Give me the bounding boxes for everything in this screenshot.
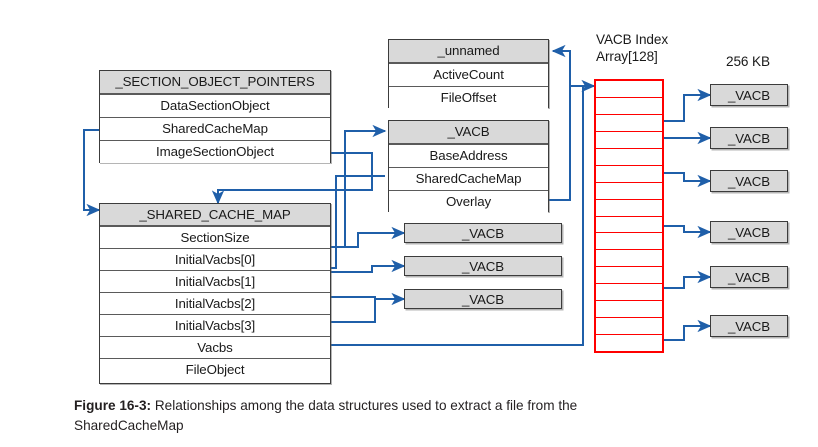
figure-caption: Figure 16-3: Relationships among the dat… xyxy=(74,396,674,435)
index-array-cell xyxy=(596,334,662,351)
wire-vacb-sharedcachemap-back xyxy=(330,175,385,269)
struct-vacb-detail: _VACB BaseAddress SharedCacheMap Overlay xyxy=(388,120,549,213)
sop-field-sharedcachemap: SharedCacheMap xyxy=(100,117,330,140)
scm-field-sectionsize: SectionSize xyxy=(100,226,330,248)
sop-field-datasectionobject: DataSectionObject xyxy=(100,94,330,117)
index-array-cell xyxy=(596,113,662,131)
index-array-cell xyxy=(596,317,662,334)
vacb-detail-field-overlay: Overlay xyxy=(389,190,548,213)
scm-field-fileobject: FileObject xyxy=(100,358,330,381)
scm-field-initialvacbs-3: InitialVacbs[3] xyxy=(100,314,330,336)
vacb-chip-array-3: _VACB xyxy=(710,221,788,243)
vacb-index-array-label-line2: Array[128] xyxy=(596,49,658,64)
figure-caption-text: Relationships among the data structures … xyxy=(74,398,578,433)
scm-field-vacbs: Vacbs xyxy=(100,336,330,358)
wire-sharedcachemap-to-scm xyxy=(83,129,102,217)
index-array-cell xyxy=(596,81,662,97)
vacb-chip-initialvacbs-0: _VACB xyxy=(404,223,562,243)
figure-number: Figure 16-3: xyxy=(74,398,152,413)
struct-section-object-pointers: _SECTION_OBJECT_POINTERS DataSectionObje… xyxy=(99,70,331,163)
vacb-chip-array-5: _VACB xyxy=(710,315,788,337)
index-array-cell xyxy=(596,147,662,165)
wire-initialvacbs3 xyxy=(330,298,404,323)
wire-array-to-vacb-4 xyxy=(664,225,712,239)
vacb-chip-array-0: _VACB xyxy=(710,84,788,106)
vacb-chip-array-4: _VACB xyxy=(710,266,788,288)
index-array-cell xyxy=(596,181,662,199)
vacb-chip-array-1: _VACB xyxy=(710,127,788,149)
index-array-cell xyxy=(596,198,662,216)
size-label-256kb: 256 KB xyxy=(726,54,770,69)
scm-header: _SHARED_CACHE_MAP xyxy=(100,204,330,226)
wire-array-to-vacb-1 xyxy=(664,88,712,122)
wire-array-to-vacb-6 xyxy=(664,319,712,341)
index-array-cell xyxy=(596,300,662,317)
index-array-cell xyxy=(596,164,662,182)
wire-array-to-vacb-5 xyxy=(664,270,712,289)
unnamed-field-activecount: ActiveCount xyxy=(389,63,548,86)
index-array-cell xyxy=(596,232,662,249)
vacb-chip-initialvacbs-1: _VACB xyxy=(404,256,562,276)
vacb-detail-header: _VACB xyxy=(389,121,548,144)
index-array-cell xyxy=(596,215,662,233)
vacb-detail-field-baseaddress: BaseAddress xyxy=(389,144,548,167)
wire-initialvacbs0 xyxy=(330,226,406,248)
scm-field-initialvacbs-0: InitialVacbs[0] xyxy=(100,248,330,270)
scm-field-initialvacbs-1: InitialVacbs[1] xyxy=(100,270,330,292)
sop-field-imagesectionobject: ImageSectionObject xyxy=(100,140,330,163)
vacb-chip-array-2: _VACB xyxy=(710,170,788,192)
vacb-index-array-label-line1: VACB Index xyxy=(596,32,669,47)
wire-initialvacbs1 xyxy=(330,259,406,273)
sop-header: _SECTION_OBJECT_POINTERS xyxy=(100,71,330,94)
wire-overlay-to-unnamed xyxy=(549,44,571,201)
unnamed-header: _unnamed xyxy=(389,40,548,63)
index-array-cell xyxy=(596,130,662,148)
index-array-cell xyxy=(596,266,662,283)
scm-field-initialvacbs-2: InitialVacbs[2] xyxy=(100,292,330,314)
unnamed-field-fileoffset: FileOffset xyxy=(389,86,548,109)
struct-unnamed: _unnamed ActiveCount FileOffset xyxy=(388,39,549,109)
vacb-detail-field-sharedcachemap: SharedCacheMap xyxy=(389,167,548,190)
index-array-cell xyxy=(596,283,662,300)
index-array-cell xyxy=(596,96,662,114)
wire-sop-to-scm-top xyxy=(211,152,373,205)
vacb-index-array xyxy=(594,79,664,353)
vacb-chip-initialvacbs-2: _VACB xyxy=(404,289,562,309)
struct-shared-cache-map: _SHARED_CACHE_MAP SectionSize InitialVac… xyxy=(99,203,331,384)
wire-array-to-vacb-3 xyxy=(664,172,712,188)
index-array-cell xyxy=(596,249,662,266)
